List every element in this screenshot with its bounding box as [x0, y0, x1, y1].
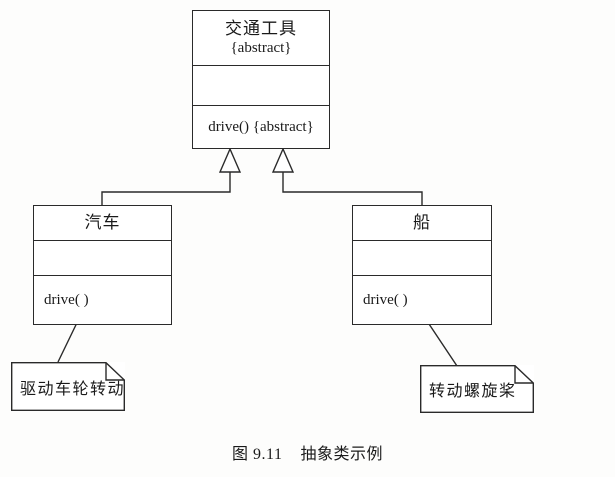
ship-class-name: 船: [413, 213, 431, 233]
note-shape-left: [11, 362, 125, 411]
car-operation-compartment: drive( ): [34, 276, 171, 324]
hollow-triangle-arrowhead-right: [271, 147, 295, 173]
note-folded-corner-left: [105, 362, 125, 381]
ship-operation-compartment: drive( ): [353, 276, 491, 324]
generalization-elbow-left: [101, 172, 231, 205]
parent-class-stereotype: {abstract}: [230, 39, 292, 56]
hollow-triangle-arrowhead-left: [218, 147, 242, 173]
generalization-elbow-right: [282, 172, 423, 205]
note-body-right: [420, 365, 534, 413]
generalization-left: [101, 147, 242, 205]
parent-name-compartment: 交通工具 {abstract}: [193, 11, 329, 66]
uml-note-drive-wheels[interactable]: 驱动车轮转动: [11, 362, 125, 411]
ship-name-compartment: 船: [353, 206, 491, 241]
car-attribute-compartment: [34, 241, 171, 276]
figure-caption: 图 9.11 抽象类示例: [232, 446, 383, 463]
generalization-right: [271, 147, 423, 205]
parent-operation-drive: drive() {abstract}: [208, 118, 314, 135]
car-class-name: 汽车: [84, 213, 121, 233]
parent-attribute-compartment: [193, 66, 329, 106]
note-label-right: 转动螺旋桨: [429, 383, 517, 400]
parent-class-name: 交通工具: [225, 18, 297, 38]
uml-note-rotate-propeller[interactable]: 转动螺旋桨: [420, 365, 534, 413]
note-folded-corner-right: [514, 365, 534, 384]
note-label-left: 驱动车轮转动: [20, 380, 126, 398]
uml-class-parent-vehicle[interactable]: 交通工具 {abstract} drive() {abstract}: [192, 10, 330, 149]
uml-class-child-car[interactable]: 汽车 drive( ): [33, 205, 172, 325]
note-body-left: [11, 362, 125, 411]
car-operation-drive: drive( ): [44, 291, 89, 308]
car-name-compartment: 汽车: [34, 206, 171, 241]
ship-operation-drive: drive( ): [363, 291, 408, 308]
note-shape-right: [420, 365, 534, 413]
parent-operation-compartment: drive() {abstract}: [193, 106, 329, 148]
ship-attribute-compartment: [353, 241, 491, 276]
uml-class-child-ship[interactable]: 船 drive( ): [352, 205, 492, 325]
